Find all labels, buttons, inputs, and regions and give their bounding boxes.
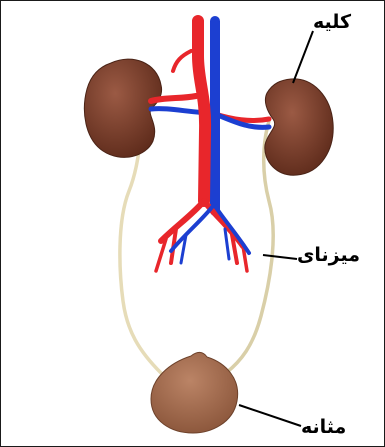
left-renal-artery: [151, 96, 196, 101]
aorta: [198, 21, 205, 201]
kidney-leader-line: [293, 31, 313, 83]
bladder-label: مثانه: [301, 418, 346, 437]
upper-artery-branch: [173, 51, 191, 71]
bladder: [151, 352, 238, 433]
ureter-leader-line: [263, 255, 297, 259]
ureter-label: میزنای: [297, 246, 360, 265]
iliac-vessels: [156, 201, 249, 271]
kidney-label: کلیه: [313, 13, 351, 32]
bladder-leader-line: [239, 405, 301, 426]
right-kidney: [265, 79, 333, 175]
